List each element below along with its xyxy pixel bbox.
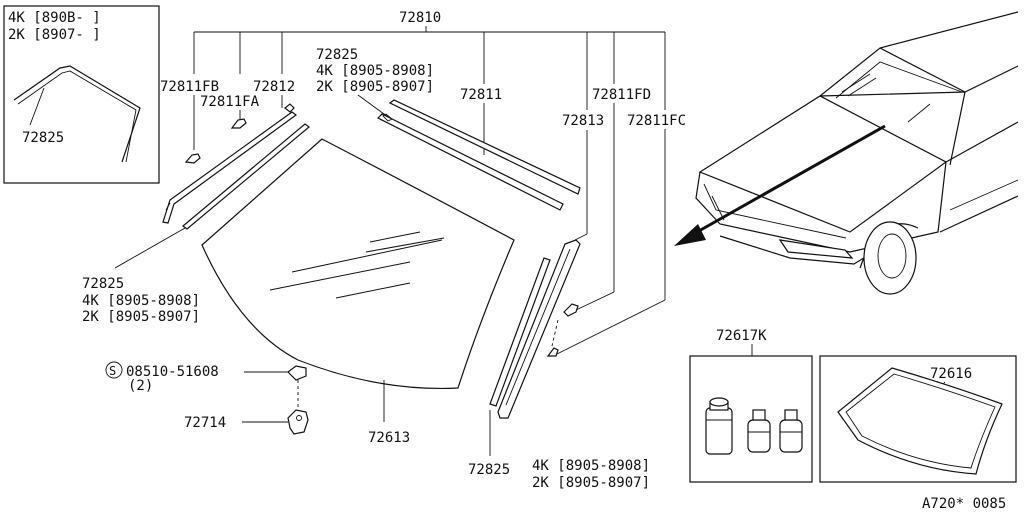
clip-fb (184, 153, 201, 164)
kit-box: 72617K (689, 328, 813, 483)
windshield-label: 72613 (368, 430, 410, 446)
arrow-icon (674, 224, 706, 246)
clip-fc-label: 72811FC (627, 113, 686, 129)
bracket-icon (287, 409, 309, 435)
clip-fc (546, 347, 559, 357)
upper-molding-4k-label: 4K [8905-8908] (316, 63, 434, 79)
left-molding-2k-label: 2K [8905-8907] (82, 309, 200, 325)
left-side-molding (162, 103, 310, 230)
kit-label: 72617K (716, 328, 767, 344)
screw-qty-label: (2) (128, 378, 153, 394)
part-leader-lines (193, 94, 666, 356)
assembly-leader-lines: 72810 (193, 10, 666, 110)
clip-fa-label: 72811FA (200, 94, 260, 110)
upper-molding-code-label: 72825 (316, 47, 358, 63)
kit-bottle-small-1 (747, 409, 771, 453)
right-molding-code-label: 72825 (468, 462, 510, 478)
upper-molding (376, 99, 581, 211)
upper-molding-2k-label: 2K [8905-8907] (316, 79, 434, 95)
clip-fa (230, 118, 247, 129)
inset-line-4k: 4K [890B- ] (8, 10, 101, 26)
screw-code-label: 08510-51608 (126, 364, 219, 380)
bracket-callout: 72714 (184, 409, 309, 435)
bracket-label: 72714 (184, 415, 226, 431)
inset-molding-drawing (13, 65, 141, 163)
side-molding-left-label: 72812 (253, 79, 295, 95)
clip-fd-label: 72811FD (592, 87, 651, 103)
assembly-label: 72810 (399, 10, 441, 26)
left-molding-code-label: 72825 (82, 276, 124, 292)
side-molding-right-label: 72813 (562, 113, 604, 129)
upper-molding-part-label: 72811 (460, 87, 502, 103)
screw-icon (287, 365, 307, 381)
right-side-molding (489, 239, 581, 419)
screw-symbol: S (109, 364, 116, 378)
inset-panel: 4K [890B- ] 2K [8907- ] 72825 (3, 5, 160, 184)
dam-label: 72616 (930, 366, 972, 382)
right-molding-2k-label: 2K [8905-8907] (532, 475, 650, 491)
right-molding-4k-label: 4K [8905-8908] (532, 458, 650, 474)
diagram-id: A720* 0085 (922, 496, 1006, 512)
inset-line-2k: 2K [8907- ] (8, 27, 101, 43)
screw-symbol-icon (105, 361, 123, 379)
car-illustration (674, 11, 1019, 295)
dam-box: 72616 (819, 355, 1017, 483)
kit-bottle-small-2 (779, 409, 803, 453)
inset-part-label: 72825 (22, 130, 64, 146)
kit-bottle-large (705, 397, 733, 455)
dam-seal-drawing (837, 367, 1003, 475)
clip-fd (563, 303, 579, 317)
clip-fb-label: 72811FB (160, 79, 219, 95)
left-molding-4k-label: 4K [8905-8908] (82, 293, 200, 309)
windshield-glass (201, 138, 515, 390)
screw-callout: S 08510-51608 (2) (105, 361, 307, 408)
